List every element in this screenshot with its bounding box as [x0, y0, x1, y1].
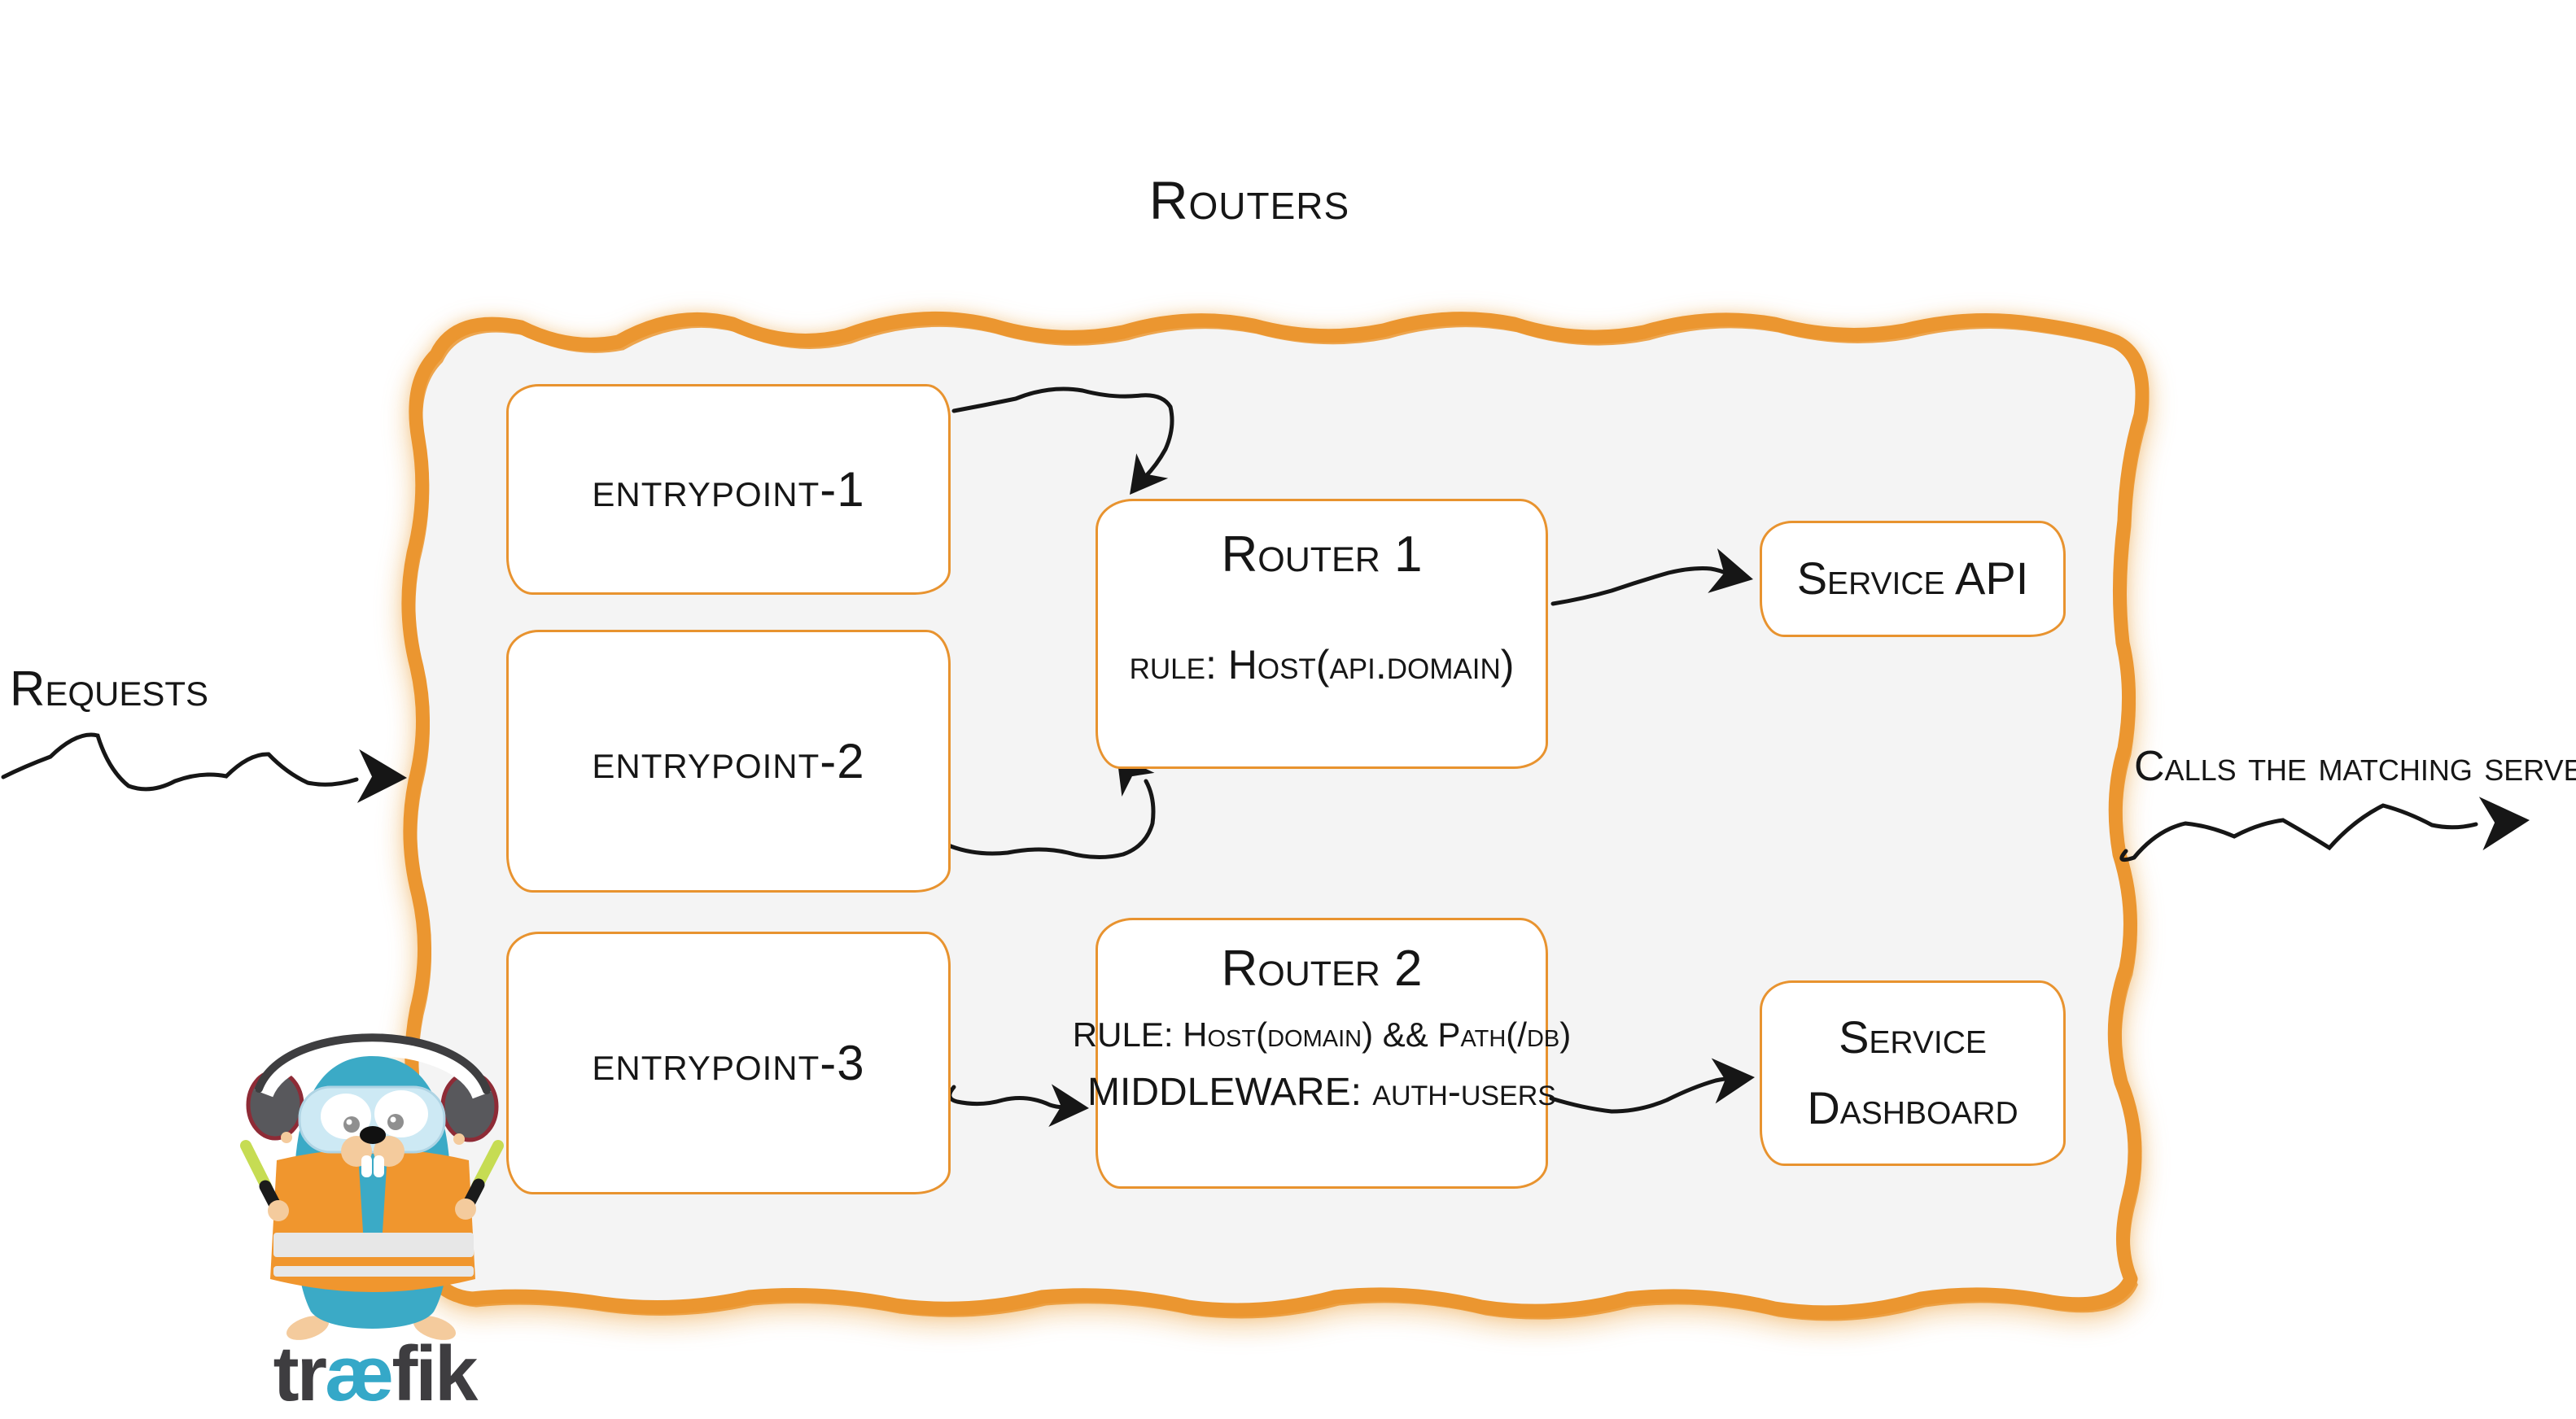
router-2-middleware: MIDDLEWARE: auth-users	[1087, 1070, 1556, 1114]
entrypoint-1-label: entrypoint-1	[592, 462, 865, 517]
arrow-entrypoint1-to-router1	[951, 386, 1174, 508]
node-router-1: Router 1 rule: Host(api.domain)	[1096, 499, 1548, 769]
arrow-calls-out	[2119, 793, 2532, 862]
requests-label: Requests	[10, 661, 209, 716]
service-dashboard-label: Service Dashboard	[1807, 1011, 2018, 1133]
router-2-name: Router 2	[1221, 941, 1423, 997]
node-entrypoint-2: entrypoint-2	[506, 630, 951, 893]
wordmark-tr: tr	[273, 1330, 327, 1417]
router-1-rule: rule: Host(api.domain)	[1129, 642, 1515, 688]
wordmark-fik: fik	[391, 1330, 478, 1417]
traefik-gopher-logo	[240, 1033, 504, 1340]
diagram-title: Routers	[1148, 170, 1350, 230]
traefik-wordmark: træfik	[240, 1329, 509, 1419]
arrow-router2-to-servicedashboard	[1549, 1054, 1757, 1114]
router-1-name: Router 1	[1221, 526, 1423, 583]
node-service-api: Service API	[1760, 521, 2066, 637]
arrow-entrypoint2-to-router1	[940, 743, 1156, 860]
arrow-requests-in	[1, 732, 409, 805]
node-entrypoint-1: entrypoint-1	[506, 384, 951, 595]
node-service-dashboard: Service Dashboard	[1760, 980, 2066, 1166]
arrow-entrypoint3-to-router2	[947, 1084, 1091, 1130]
entrypoint-2-label: entrypoint-2	[592, 734, 865, 788]
node-router-2: Router 2 RULE: Host(domain) && Path(/db)…	[1073, 918, 1571, 1189]
router-2-rule: RULE: Host(domain) && Path(/db)	[1072, 1015, 1572, 1054]
arrow-router1-to-serviceapi	[1550, 548, 1758, 606]
service-api-label: Service API	[1796, 552, 2029, 605]
node-entrypoint-3: entrypoint-3	[506, 932, 951, 1194]
calls-matching-server-label: Calls the matching server	[2134, 743, 2576, 790]
wordmark-ae: æ	[324, 1330, 394, 1417]
entrypoint-3-label: entrypoint-3	[592, 1036, 865, 1090]
